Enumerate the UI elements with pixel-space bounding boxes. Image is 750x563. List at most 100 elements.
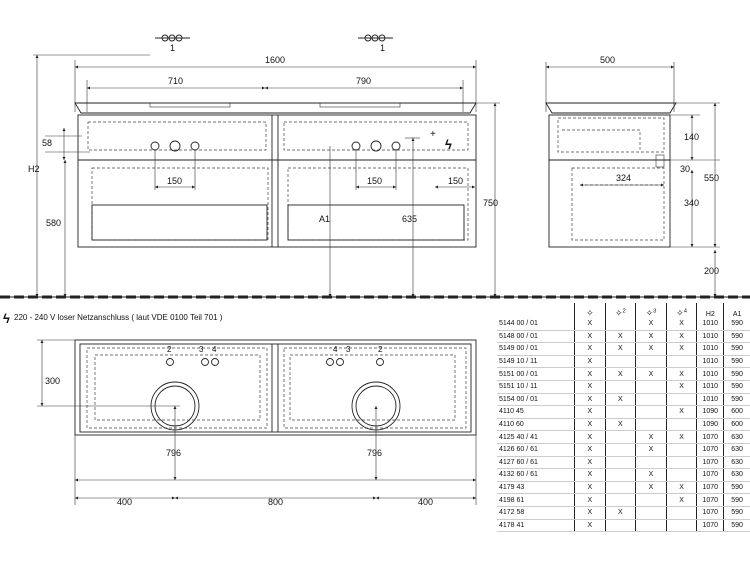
total-height-label: 750	[483, 198, 498, 208]
table-cell-c4	[665, 506, 697, 520]
table-cell-c2: X	[604, 393, 636, 407]
bottom-left-label: 400	[117, 497, 132, 507]
upper-drawer-label: 140	[684, 132, 699, 142]
tap-group-right	[351, 140, 401, 152]
table-cell-h2: 1090	[696, 405, 724, 419]
table-cell-c4: X	[665, 481, 697, 495]
table-cell-a1: 600	[723, 405, 750, 419]
bottom-right-label: 400	[418, 497, 433, 507]
table-cell-c4: X	[665, 430, 697, 444]
table-cell-a1: 590	[723, 342, 750, 356]
front-view: 1 1 1600 710 790	[28, 34, 500, 297]
table-cell-a1: 590	[723, 506, 750, 520]
table-cell-code: 5154 00 / 01	[497, 393, 575, 407]
table-header-col4: ✧4	[665, 303, 697, 318]
top-view: 2 3 4 4 3 2 300 796 796 400 800 400	[37, 339, 477, 507]
table-cell-c3	[635, 519, 667, 533]
conn-right-3: 3	[346, 345, 351, 354]
table-cell-c4: X	[665, 380, 697, 394]
side-view: 500 140 30 324 340 550 200	[545, 55, 720, 297]
conn-left-3: 3	[199, 345, 204, 354]
electrical-note-text: 220 - 240 V loser Netzanschluss ( laut V…	[14, 313, 223, 322]
electric-symbol-front: ϟ	[445, 137, 452, 152]
table-cell-a1: 630	[723, 430, 750, 444]
table-cell-c3: X	[635, 430, 667, 444]
socket-symbol-right: 1	[358, 34, 393, 53]
table-cell-h2: 1010	[696, 318, 724, 331]
table-cell-c1: X	[574, 405, 606, 419]
socket-label-right: 1	[380, 43, 385, 53]
table-cell-code: 4179 43	[497, 481, 575, 495]
table-cell-c1: X	[574, 330, 606, 344]
top-left-height-label: 300	[45, 376, 60, 386]
table-cell-c3: X	[635, 481, 667, 495]
table-cell-code: 4110 60	[497, 418, 575, 432]
table-cell-c2	[604, 430, 636, 444]
table-cell-a1: 590	[723, 355, 750, 369]
table-cell-a1: 590	[723, 380, 750, 394]
table-cell-c3: X	[635, 342, 667, 356]
table-header-row: ✧ ✧2 ✧3 ✧4 H2 A1	[497, 303, 750, 318]
table-cell-c3: X	[635, 318, 667, 331]
overall-width-label: 1600	[265, 55, 285, 65]
table-cell-c3	[635, 405, 667, 419]
table-cell-c4	[665, 443, 697, 457]
table-cell-c4: X	[665, 493, 697, 507]
table-cell-c3: X	[635, 367, 667, 381]
table-cell-c2	[604, 456, 636, 470]
table-header-a1: A1	[723, 303, 750, 318]
drain-left-label: 796	[166, 448, 181, 458]
table-cell-c1: X	[574, 456, 606, 470]
table-header-code	[497, 303, 575, 318]
conn-right-2: 2	[378, 345, 383, 354]
socket-symbol-left: 1	[155, 34, 190, 53]
tap-spacing-mid-label: 150	[367, 176, 382, 186]
electrical-note: ϟ 220 - 240 V loser Netzanschluss ( laut…	[3, 311, 223, 326]
table-cell-c4: X	[665, 342, 697, 356]
table-cell-a1: 630	[723, 468, 750, 482]
table-cell-c4	[665, 355, 697, 369]
overall-height-label: 550	[704, 173, 719, 183]
conn-right-4: 4	[333, 345, 338, 354]
table-cell-h2: 1010	[696, 330, 724, 344]
table-cell-c3	[635, 456, 667, 470]
table-cell-c4: X	[665, 367, 697, 381]
table-header-col2: ✧2	[604, 303, 636, 318]
table-cell-c1: X	[574, 506, 606, 520]
table-cell-c4	[665, 393, 697, 407]
table-header-h2: H2	[696, 303, 724, 318]
table-cell-h2: 1010	[696, 342, 724, 356]
table-cell-code: 4198 61	[497, 493, 575, 507]
table-cell-c1: X	[574, 468, 606, 482]
table-cell-c2	[604, 443, 636, 457]
floor-height-label: 580	[46, 218, 61, 228]
table-cell-code: 4125 40 / 41	[497, 430, 575, 444]
basin-right-width-label: 790	[356, 76, 371, 86]
table-cell-c2	[604, 481, 636, 495]
axis-label-a1: A1	[319, 214, 330, 224]
table-cell-a1: 630	[723, 456, 750, 470]
table-cell-code: 5144 00 / 01	[497, 318, 575, 331]
table-cell-h2: 1010	[696, 380, 724, 394]
conn-left-2: 2	[167, 345, 172, 354]
table-cell-code: 5148 00 / 01	[497, 330, 575, 344]
table-cell-code: 4178 41	[497, 519, 575, 533]
table-cell-h2: 1070	[696, 481, 724, 495]
table-cell-c2: X	[604, 418, 636, 432]
svg-text:+: +	[430, 129, 436, 140]
tap-group-left	[150, 140, 200, 152]
